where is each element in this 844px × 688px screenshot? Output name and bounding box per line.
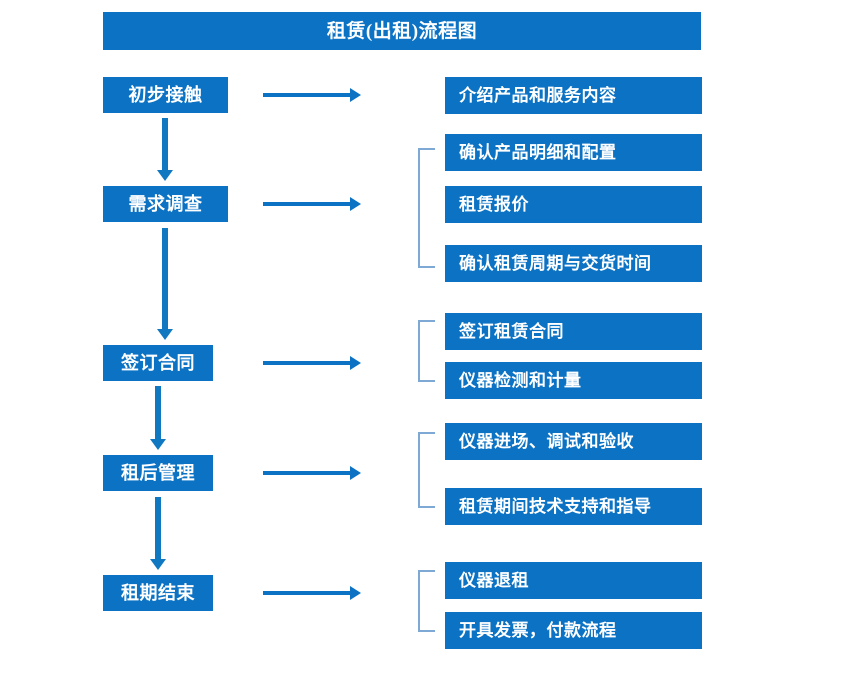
group-bracket-rental-end: [418, 570, 435, 632]
connector-arrow-right-2: [263, 197, 361, 211]
group-bracket-post-rental: [418, 432, 435, 508]
detail-box-instrument-entry-commissioning[interactable]: 仪器进场、调试和验收: [445, 423, 702, 460]
detail-box-rental-quotation[interactable]: 租赁报价: [445, 186, 702, 223]
connector-arrow-right-3: [263, 356, 361, 370]
stage-box-requirement-survey[interactable]: 需求调查: [103, 186, 228, 222]
connector-arrow-right-4: [263, 466, 361, 480]
detail-box-confirm-product-spec[interactable]: 确认产品明细和配置: [445, 134, 702, 171]
flow-arrow-down-3: [150, 386, 166, 450]
detail-box-technical-support[interactable]: 租赁期间技术支持和指导: [445, 488, 702, 525]
detail-box-instrument-return[interactable]: 仪器退租: [445, 562, 702, 599]
flowchart-title: 租赁(出租)流程图: [103, 12, 701, 50]
stage-box-sign-contract[interactable]: 签订合同: [103, 345, 213, 381]
detail-box-sign-rental-contract[interactable]: 签订租赁合同: [445, 313, 702, 350]
flow-arrow-down-1: [157, 118, 173, 181]
flow-arrow-down-2: [157, 228, 173, 340]
detail-box-instrument-inspection[interactable]: 仪器检测和计量: [445, 362, 702, 399]
detail-box-introduce-products[interactable]: 介绍产品和服务内容: [445, 77, 702, 114]
stage-box-initial-contact[interactable]: 初步接触: [103, 77, 228, 113]
stage-box-rental-end[interactable]: 租期结束: [103, 575, 213, 611]
detail-box-invoice-payment[interactable]: 开具发票，付款流程: [445, 612, 702, 649]
connector-arrow-right-5: [263, 586, 361, 600]
stage-box-post-rental-management[interactable]: 租后管理: [103, 455, 213, 491]
connector-arrow-right-1: [263, 88, 361, 102]
flow-arrow-down-4: [150, 497, 166, 570]
group-bracket-sign-contract: [418, 320, 435, 382]
detail-box-confirm-period-delivery[interactable]: 确认租赁周期与交货时间: [445, 245, 702, 282]
group-bracket-requirement-survey: [418, 148, 435, 268]
